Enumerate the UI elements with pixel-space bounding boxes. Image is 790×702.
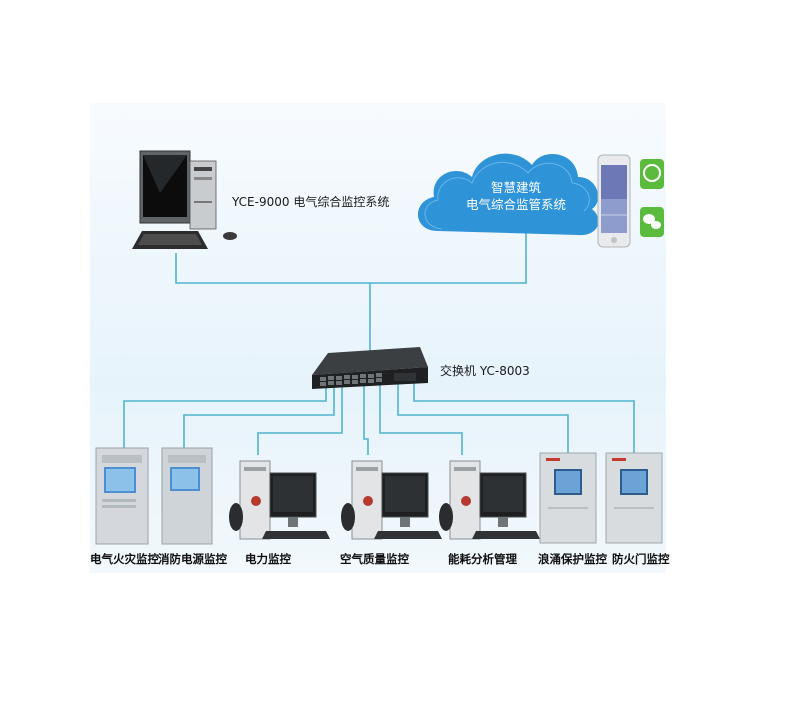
device-label-electrical-fire: 电气火灾监控 [90, 552, 159, 566]
device-label-fire-door: 防火门监控 [612, 552, 670, 566]
system-architecture-diagram: YCE-9000 电气综合监控系统 智慧建筑 电气综合监管系统 交换机 YC-8… [90, 103, 670, 573]
cloud-label-line1: 智慧建筑 [490, 180, 541, 195]
air-quality-computer-icon [341, 460, 442, 540]
device-label-air-quality: 空气质量监控 [340, 552, 409, 566]
smartphone-icon [597, 154, 631, 248]
device-label-fire-power: 消防电源监控 [158, 552, 227, 566]
fire-power-cabinet-icon [161, 447, 213, 545]
link-electrical-fire [123, 383, 327, 455]
electrical-fire-cabinet-icon [95, 447, 149, 545]
network-switch-icon [312, 347, 428, 389]
link-power-monitor [257, 383, 343, 455]
surge-protection-cabinet-icon [539, 452, 597, 544]
wechat-icon [640, 207, 664, 237]
link-surge [397, 383, 569, 455]
top-computer-icon [132, 150, 237, 249]
top-link-line [175, 233, 527, 284]
top-system-label: YCE-9000 电气综合监控系统 [232, 195, 390, 209]
link-air-quality [363, 383, 369, 455]
fire-door-cabinet-icon [605, 452, 663, 544]
energy-analysis-computer-icon [439, 460, 540, 540]
cloud-icon [417, 153, 599, 236]
device-label-energy: 能耗分析管理 [448, 552, 517, 566]
link-energy [379, 383, 463, 455]
link-fire-door [413, 383, 635, 455]
cloud-label-line2: 电气综合监管系统 [465, 197, 566, 212]
connection-lines [95, 150, 664, 545]
link-fire-power [183, 383, 335, 455]
power-monitor-computer-icon [229, 460, 330, 540]
mini-app-icon [640, 159, 664, 189]
cloud-label: 智慧建筑 电气综合监管系统 [436, 179, 596, 213]
device-label-power: 电力监控 [245, 552, 291, 566]
device-label-surge: 浪涌保护监控 [538, 552, 607, 566]
switch-label: 交换机 YC-8003 [440, 364, 530, 378]
